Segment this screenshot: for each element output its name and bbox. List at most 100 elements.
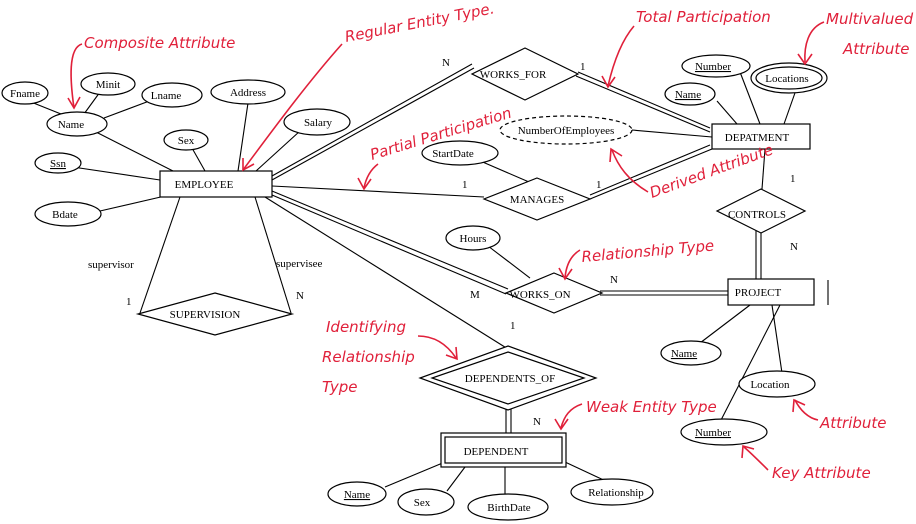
attribute-lname[interactable]: Lname [141, 82, 203, 108]
annotation-key-attribute-arrow [743, 446, 769, 471]
role-supervisee: supervisee [276, 258, 323, 270]
annotation-derived-attribute-arrow [611, 149, 649, 193]
annotation-attribute-arrow [794, 399, 819, 421]
relationship-controls[interactable]: CONTROLS [715, 188, 807, 234]
svg-text:Number: Number [695, 427, 731, 439]
annotation-multivalued-line2: Attribute [842, 40, 910, 58]
key-attribute-project-name[interactable]: Name [660, 340, 722, 366]
annotation-identifying-line1: Identifying [326, 318, 406, 336]
svg-text:Name: Name [58, 119, 84, 131]
svg-text:Location: Location [750, 379, 790, 391]
svg-text:Salary: Salary [304, 117, 333, 129]
attribute-hours[interactable]: Hours [445, 225, 501, 251]
annotation-attribute: Attribute [819, 414, 887, 432]
annotation-regular-entity-type: Regular Entity Type. [343, 0, 495, 46]
entity-employee[interactable]: EMPLOYEE [159, 170, 273, 198]
svg-text:Name: Name [344, 489, 370, 501]
entity-department-label: DEPATMENT [725, 132, 790, 144]
annotation-total-participation-arrow [607, 25, 635, 87]
identifying-relationship-dependents-of-label: DEPENDENTS_OF [465, 373, 555, 385]
relationship-supervision-label: SUPERVISION [170, 309, 241, 321]
svg-text:StartDate: StartDate [432, 148, 474, 160]
svg-text:Relationship: Relationship [588, 487, 644, 499]
relationship-works-for-label: WORKS_FOR [480, 69, 547, 81]
attribute-bdate[interactable]: Bdate [34, 201, 102, 227]
svg-text:Address: Address [230, 87, 266, 99]
svg-text:Name: Name [671, 348, 697, 360]
svg-text:Ssn: Ssn [50, 158, 66, 170]
key-attribute-ssn[interactable]: Ssn [34, 152, 82, 174]
weak-entity-dependent[interactable]: DEPENDENT [440, 432, 567, 468]
derived-attribute-number-of-employees[interactable]: NumberOfEmployees [499, 115, 633, 145]
entity-project[interactable]: PROJECT [727, 278, 815, 306]
cardinality-dependents-of-dependent: N [533, 416, 541, 428]
attribute-salary[interactable]: Salary [283, 108, 351, 136]
entity-employee-label: EMPLOYEE [175, 179, 234, 191]
partial-key-dependent-name[interactable]: Name [327, 481, 387, 507]
identifying-relationship-dependents-of[interactable]: DEPENDENTS_OF [418, 345, 598, 411]
cardinality-works-for-department: 1 [580, 61, 586, 73]
relationship-works-on-label: WORKS_ON [509, 289, 570, 301]
relationship-works-for[interactable]: WORKS_FOR [470, 47, 580, 101]
relationship-manages-label: MANAGES [510, 194, 564, 206]
attribute-fname[interactable]: Fname [1, 81, 49, 105]
cardinality-dependents-of-employee: 1 [510, 320, 516, 332]
annotation-key-attribute: Key Attribute [772, 464, 871, 482]
annotation-multivalued-line1: Multivalued [826, 10, 914, 28]
attribute-relationship[interactable]: Relationship [570, 478, 654, 506]
attribute-name-composite[interactable]: Name [46, 111, 108, 137]
attribute-dependent-sex[interactable]: Sex [397, 488, 455, 516]
annotation-relationship-type: Relationship Type [581, 236, 715, 266]
relationship-works-on[interactable]: WORKS_ON [504, 272, 604, 314]
attribute-start-date[interactable]: StartDate [421, 140, 499, 166]
annotation-multivalued-arrow [804, 21, 825, 63]
annotation-identifying-line2: Relationship [322, 348, 415, 366]
annotation-composite-arrow [70, 43, 83, 109]
attribute-minit[interactable]: Minit [80, 72, 136, 96]
cardinality-manages-department: 1 [596, 179, 602, 191]
annotation-total-participation: Total Participation [636, 8, 771, 26]
cardinality-works-for-employee: N [442, 57, 450, 69]
svg-text:Lname: Lname [151, 90, 182, 102]
svg-text:NumberOfEmployees: NumberOfEmployees [518, 125, 615, 137]
annotation-identifying-arrow [417, 335, 457, 359]
svg-text:Sex: Sex [414, 497, 431, 509]
attribute-project-location[interactable]: Location [738, 370, 816, 398]
cardinality-works-on-employee: M [470, 289, 480, 301]
cardinality-supervision-supervisor: 1 [126, 296, 132, 308]
annotation-partial-participation-arrow [363, 163, 379, 189]
attribute-address[interactable]: Address [210, 79, 286, 105]
key-attribute-project-number[interactable]: Number [680, 418, 768, 446]
entity-department[interactable]: DEPATMENT [711, 123, 811, 150]
cardinalities: N 1 1 1 1 N M N 1 N 1 N [126, 57, 798, 428]
role-supervisor: supervisor [88, 259, 134, 271]
svg-text:Locations: Locations [765, 73, 808, 85]
svg-text:Number: Number [695, 61, 731, 73]
entity-project-label: PROJECT [735, 287, 782, 299]
annotation-identifying-line3: Type [322, 378, 358, 396]
svg-text:BirthDate: BirthDate [487, 502, 530, 514]
attribute-sex[interactable]: Sex [163, 129, 209, 151]
relationship-manages[interactable]: MANAGES [482, 177, 592, 221]
cardinality-supervision-supervisee: N [296, 290, 304, 302]
svg-text:Minit: Minit [96, 79, 120, 91]
key-attribute-dept-number[interactable]: Number [681, 54, 751, 78]
cardinality-controls-project: N [790, 241, 798, 253]
relationship-controls-label: CONTROLS [728, 209, 786, 221]
svg-text:Fname: Fname [10, 88, 40, 100]
svg-text:Name: Name [675, 89, 701, 101]
annotation-weak-entity-arrow [560, 403, 583, 429]
annotation-weak-entity-type: Weak Entity Type [586, 398, 717, 416]
relationship-supervision[interactable]: SUPERVISION [135, 292, 295, 336]
attribute-dept-name[interactable]: Name [664, 82, 716, 106]
svg-text:Hours: Hours [460, 233, 487, 245]
svg-text:Sex: Sex [178, 135, 195, 147]
annotation-relationship-type-arrow [564, 249, 581, 279]
svg-text:Bdate: Bdate [52, 209, 78, 221]
attribute-birth-date[interactable]: BirthDate [467, 493, 549, 521]
multivalued-attribute-locations[interactable]: Locations [750, 62, 828, 94]
cardinality-manages-employee: 1 [462, 179, 468, 191]
annotation-composite-attribute: Composite Attribute [84, 34, 235, 52]
